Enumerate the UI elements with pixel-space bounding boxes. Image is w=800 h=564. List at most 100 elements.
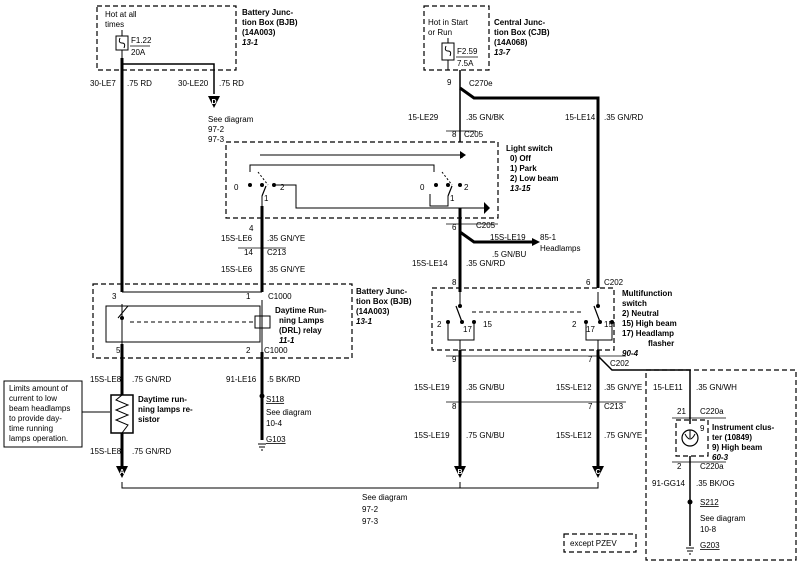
bjb-mid-title: Battery Junc- [356,287,407,296]
ls-pos-1: 1 [264,194,269,203]
wire-15s-le14-spec: .35 GN/RD [466,259,505,268]
wire-15-le11-id: 15-LE11 [653,383,683,392]
cjb-hot-label-2: or Run [428,28,452,37]
bottom-ref-2: 97-3 [362,517,379,526]
s212-see-diagram: See diagram [700,514,746,523]
bjb-top-title: Battery Junc- [242,8,293,17]
mf-left-17: 17 [463,325,472,334]
pin-4: 4 [249,224,254,233]
cjb-ref: 13-7 [494,48,511,57]
note-line-3: beam headlamps [9,404,70,413]
pin-6-c205: 6 [452,223,457,232]
note-line-5: time running [9,424,53,433]
mf-left-15: 15 [483,320,492,329]
drl-pin-1: 1 [246,292,251,301]
drl-relay-ref: 11-1 [279,336,295,345]
wire-15s-le12-id-bot: 15S-LE12 [556,431,592,440]
wire-15s-le8-spec-top: .75 GN/RD [132,375,171,384]
fuse-f1-22-symbol [115,30,129,58]
note-box: Limits amount of current to low beam hea… [3,380,110,448]
wire-15s-le19-spec: .35 GN/BU [466,383,505,392]
drl-relay-title: Daytime Run- [275,306,327,315]
light-switch: 0 1 2 0 1 2 [225,141,499,219]
fuse-f2-59-symbol [441,38,455,70]
bjb-top-hot-label-2: times [105,20,124,29]
cluster-pin-9: 9 [700,424,705,433]
wire-30-le7-id: 30-LE7 [90,79,116,88]
note-line-1: Limits amount of [9,384,68,393]
s118-see-diagram: See diagram [266,408,312,417]
multifunction-pos-flash-2: flasher [648,339,674,348]
fuse-f1-22-label: F1.22 [131,36,152,45]
drl-relay-title-3: (DRL) relay [279,326,322,335]
wire-15s-le6-id-bot: 15S-LE6 [221,265,253,274]
cluster-title-2: ter (10849) [712,433,752,442]
wire-15-le11-spec: .35 GN/WH [696,383,737,392]
wire-91-gg14-id: 91-GG14 [652,479,685,488]
light-switch-pos-low: 2) Low beam [510,174,558,183]
diagram-d-ref-1: 97-2 [208,125,225,134]
pzev-region-box [645,369,797,561]
wire-15s-le8-id-bot: 15S-LE8 [90,447,122,456]
fuse-f1-22-amps: 20A [131,48,146,57]
multifunction-pos-flash: 17) Headlamp [622,329,674,338]
multifunction-switch [431,287,615,351]
note-line-6: lamps operation. [9,434,68,443]
fuse-f2-59-amps: 7.5A [457,59,474,68]
headlamps-ref: 85-1 [540,233,557,242]
connector-c270e: C270e [469,79,493,88]
bottom-bracket [121,482,599,489]
wire-15s-le8-spec-bot: .75 GN/RD [132,447,171,456]
wire-15s-le8-id-top: 15S-LE8 [90,375,122,384]
splice-s212: S212 [700,498,719,507]
drl-pin-5: 5 [116,346,121,355]
wire-30-le7-spec: .75 RD [127,79,152,88]
cjb-hot-label: Hot in Start [428,18,469,27]
pin-9-top: 9 [447,78,452,87]
wire-15-le14-spec: .35 GN/RD [604,113,643,122]
wire-91-gg14-spec: .35 BK/OG [696,479,735,488]
ground-g203-symbol [686,547,694,555]
cluster-ref: 60-3 [712,453,729,462]
mf-left-2: 2 [437,320,442,329]
resistor-label-2: ning lamps re- [138,405,193,414]
wire-15s-le19-id-bot: 15S-LE19 [414,431,450,440]
wire-15-le29-id: 15-LE29 [408,113,439,122]
arrow-a-label: A [119,469,124,476]
ls-pos-2b: 2 [464,183,469,192]
bottom-ref-1: 97-2 [362,505,379,514]
connector-c220a-top: C220a [700,407,724,416]
light-switch-pos-park: 1) Park [510,164,537,173]
drl-relay-title-2: ning Lamps [279,316,324,325]
pin-8-c213: 8 [452,402,457,411]
pin-7-c213: 7 [588,402,593,411]
wire-30-le20-spec: .75 RD [219,79,244,88]
wire-15s-le6-id-top: 15S-LE6 [221,234,253,243]
drl-resistor [110,394,134,434]
diagram-d-ref-2: 97-3 [208,135,225,144]
ground-g103: G103 [266,435,286,444]
ground-g203: G203 [700,541,720,550]
arrow-c-label: C [595,469,600,476]
pin-6-c202: 6 [586,278,591,287]
bjb-mid-title-2: tion Box (BJB) [356,297,412,306]
drl-relay-box [92,283,353,359]
diagram-d-see: See diagram [208,115,254,124]
wire-15s-le19-headlamps [459,230,534,244]
wire-15-le14-id: 15-LE14 [565,113,596,122]
cjb-title-3: (14A068) [494,38,528,47]
drl-pin-2: 2 [246,346,251,355]
bjb-top-ref: 13-1 [242,38,259,47]
cluster-high-beam: 9) High beam [712,443,762,452]
wire-15-le29-spec: .35 GN/BK [466,113,505,122]
pin-9-c202: 9 [452,355,457,364]
wire-15s-le12-spec-bot: .75 GN/YE [604,431,642,440]
cjb-title-2: tion Box (CJB) [494,28,550,37]
wire-15s-le6-spec-top: .35 GN/YE [267,234,305,243]
wire-15s-le12-spec: .35 GN/YE [604,383,642,392]
splice-s212-dot [687,499,693,505]
bjb-mid-title-3: (14A003) [356,307,390,316]
multifunction-title-2: switch [622,299,647,308]
wire-15s-le19-id-top: 15S-LE19 [490,233,526,242]
s118-ref: 10-4 [266,419,283,428]
